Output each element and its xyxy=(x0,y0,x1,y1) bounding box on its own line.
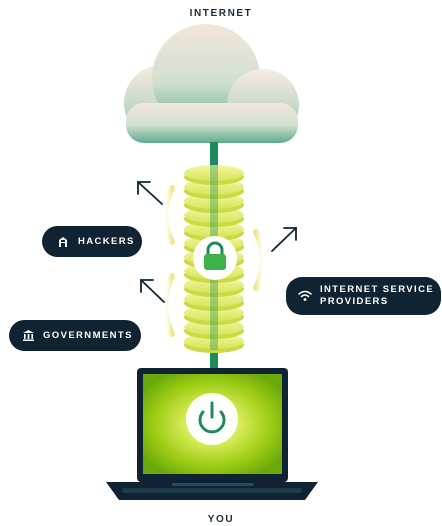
arrow-isp xyxy=(271,227,297,252)
hacker-icon xyxy=(56,235,70,249)
internet-label: INTERNET xyxy=(189,8,253,19)
governments-callout: GOVERNMENTS xyxy=(9,320,141,351)
isp-callout: INTERNET SERVICE PROVIDERS xyxy=(286,277,441,315)
arrow-governments xyxy=(140,279,165,303)
signal-wave-left-upper xyxy=(162,185,175,245)
governments-label: GOVERNMENTS xyxy=(43,330,133,341)
isp-label-line1: INTERNET SERVICE xyxy=(320,284,435,295)
wifi-icon xyxy=(298,289,312,303)
signal-wave-right xyxy=(253,229,266,291)
government-building-icon xyxy=(21,329,35,343)
arrow-hackers xyxy=(137,181,163,205)
you-label: YOU xyxy=(207,514,235,525)
hackers-callout: HACKERS xyxy=(42,226,142,257)
power-icon[interactable] xyxy=(186,393,238,445)
isp-label-line2: PROVIDERS xyxy=(320,296,389,307)
signal-wave-left-lower xyxy=(162,273,175,337)
cloud-icon xyxy=(124,24,299,143)
lock-icon xyxy=(193,236,237,280)
hackers-label: HACKERS xyxy=(78,236,135,247)
